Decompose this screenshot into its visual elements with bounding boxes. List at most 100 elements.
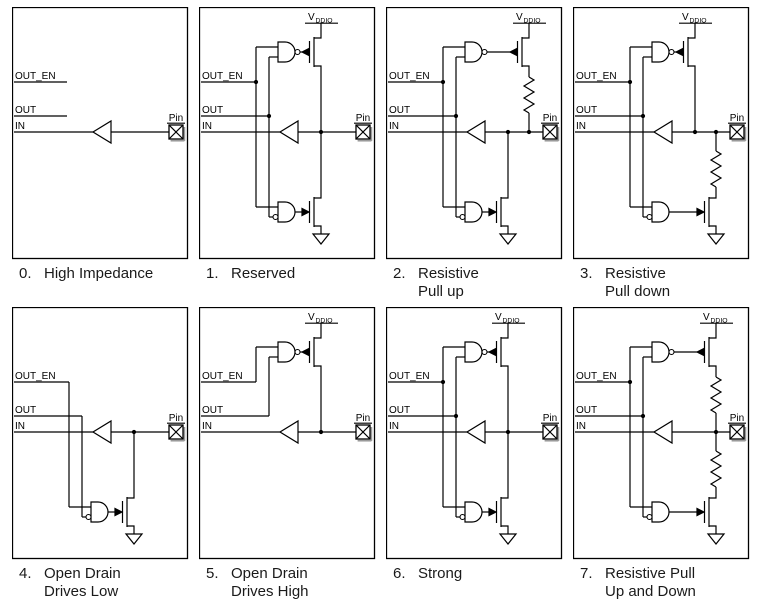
input-buffer <box>465 119 486 145</box>
junction-dot <box>640 113 646 119</box>
cell-caption: 1. Reserved <box>206 265 386 283</box>
nmos-arrow <box>301 207 311 217</box>
nand-output-bubble <box>481 348 488 356</box>
cell-caption: 7. Resistive Pull Up and Down <box>580 565 759 601</box>
pin-x-icon <box>729 124 745 140</box>
and-gate <box>651 201 670 223</box>
junction-dot <box>318 429 324 435</box>
out-label: OUT <box>15 105 36 116</box>
caption-number: 3. <box>580 265 593 282</box>
out-label: OUT <box>389 405 410 416</box>
nand-gate <box>651 41 670 63</box>
nand-gate <box>651 341 670 363</box>
pmos-arrow <box>300 347 310 357</box>
gate-input-bubble <box>85 513 92 521</box>
nand-output-bubble <box>294 348 301 356</box>
caption-text: Open Drain Drives High <box>231 565 309 601</box>
nmos-drain-wire <box>501 132 509 199</box>
nmos-drain-wire <box>314 132 322 199</box>
pin-x-icon <box>542 124 558 140</box>
junction-dot <box>526 129 532 135</box>
outen-label: OUT_EN <box>202 371 243 382</box>
nand-output-bubble <box>294 48 301 56</box>
cell-caption: 2. Resistive Pull up <box>393 265 573 301</box>
outen-label: OUT_EN <box>576 71 617 82</box>
caption-line1: Open Drain <box>231 565 308 582</box>
pmos-arrow <box>695 347 705 357</box>
gate-input-bubble <box>646 513 653 521</box>
pmos-source-wire <box>688 65 696 132</box>
nmos-source-wire <box>127 525 135 534</box>
nand-output-bubble <box>668 348 675 356</box>
input-buffer <box>652 419 673 445</box>
caption-text: High Impedance <box>44 265 153 283</box>
pin-x-icon <box>355 124 371 140</box>
pmos-drain-wire <box>709 323 717 339</box>
junction-dot <box>505 129 511 135</box>
cell-caption: 0. High Impedance <box>19 265 199 283</box>
and-gate <box>651 501 670 523</box>
nand-gate <box>464 341 483 363</box>
gate-input-bubble <box>459 213 466 221</box>
nmos-arrow <box>696 207 706 217</box>
pulldown-resistor <box>709 450 723 488</box>
nand-gate <box>277 41 296 63</box>
pmos-source-wire <box>501 365 509 432</box>
caption-number: 6. <box>393 565 406 582</box>
pmos-arrow <box>674 47 684 57</box>
input-buffer <box>652 119 673 145</box>
in-label: IN <box>202 421 212 432</box>
caption-text: Open Drain Drives Low <box>44 565 121 601</box>
and-gate <box>277 201 296 223</box>
junction-dot <box>253 79 259 85</box>
nmos-arrow <box>488 507 498 517</box>
vddio-sub-label: DDIO <box>524 18 541 25</box>
nmos-drain-wire <box>501 432 509 499</box>
vddio-sub-label: DDIO <box>711 318 728 325</box>
pmos-arrow <box>487 347 497 357</box>
gate-input-bubble <box>459 513 466 521</box>
pin-label: Pin <box>169 413 183 424</box>
outen-label: OUT_EN <box>576 371 617 382</box>
cell-caption: 3. Resistive Pull down <box>580 265 759 301</box>
outen-label: OUT_EN <box>202 71 243 82</box>
outen-label: OUT_EN <box>389 71 430 82</box>
pmos-source-wire <box>522 65 530 77</box>
nmos-drain-wire <box>709 487 717 499</box>
junction-dot <box>640 413 646 419</box>
cell-border <box>12 307 189 560</box>
pmos-arrow <box>300 47 310 57</box>
caption-line2: Drives Low <box>44 583 119 600</box>
cell-caption: 5. Open Drain Drives High <box>206 565 386 601</box>
caption-line1: Resistive Pull <box>605 565 696 582</box>
caption-number: 1. <box>206 265 219 282</box>
pmos-drain-wire <box>501 323 509 339</box>
pin-x-icon <box>542 424 558 440</box>
caption-line2: Drives High <box>231 583 309 600</box>
input-buffer <box>278 119 299 145</box>
nmos-source-wire <box>314 225 322 234</box>
vddio-sub-label: DDIO <box>316 18 333 25</box>
pmos-source-wire <box>709 365 717 377</box>
cell-border <box>199 307 376 560</box>
ground-icon <box>311 233 331 245</box>
pmos-drain-wire <box>314 323 322 339</box>
in-label: IN <box>202 121 212 132</box>
ground-icon <box>498 533 518 545</box>
vddio-label: V <box>308 12 315 23</box>
pin-x-icon <box>355 424 371 440</box>
pmos-drain-wire <box>522 23 530 39</box>
out-label: OUT <box>576 105 597 116</box>
outen-label: OUT_EN <box>15 71 56 82</box>
pullup-resistor <box>522 76 536 114</box>
